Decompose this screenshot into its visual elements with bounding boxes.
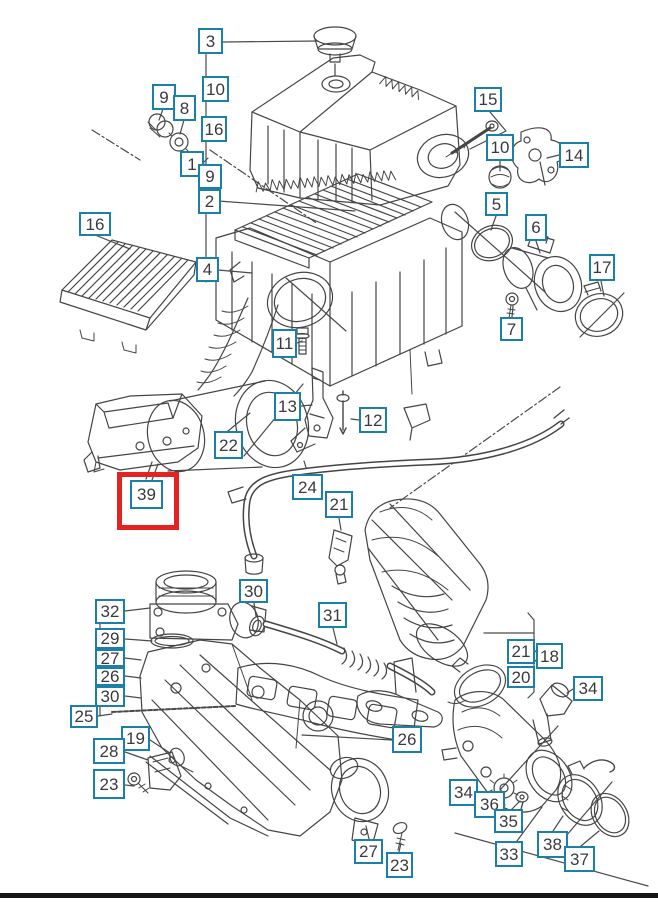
callout-4[interactable]: 4 xyxy=(196,257,219,282)
callout-26[interactable]: 26 xyxy=(95,667,125,686)
part-actuator-27 xyxy=(323,750,398,846)
part-intake-snorkel-39 xyxy=(84,394,202,472)
callout-10[interactable]: 10 xyxy=(202,76,229,102)
part-lower-housing xyxy=(216,201,473,386)
callout-30[interactable]: 30 xyxy=(95,686,125,707)
part-grommet-10 xyxy=(489,166,511,188)
callout-27[interactable]: 27 xyxy=(354,839,383,864)
part-flat-filter xyxy=(60,240,196,353)
callout-2[interactable]: 2 xyxy=(198,189,221,214)
callout-16[interactable]: 16 xyxy=(201,116,227,142)
part-corrugated-duct-18 xyxy=(365,499,488,675)
callout-22[interactable]: 22 xyxy=(214,431,243,459)
callout-27[interactable]: 27 xyxy=(95,649,125,667)
part-air-cleaner-cover xyxy=(250,55,474,205)
part-rubber-cap xyxy=(314,27,356,75)
callout-10[interactable]: 10 xyxy=(486,134,514,161)
highlight-box-39 xyxy=(117,472,179,530)
callout-26[interactable]: 26 xyxy=(392,726,422,753)
callout-23[interactable]: 23 xyxy=(93,769,125,799)
callout-6[interactable]: 6 xyxy=(525,214,547,241)
part-elbow-fitting-34 xyxy=(533,680,572,747)
bottom-bar xyxy=(0,893,658,898)
part-screw-23-left xyxy=(128,773,149,793)
part-intake-manifold-25 xyxy=(140,640,342,836)
part-screw-12 xyxy=(337,391,349,434)
callout-12[interactable]: 12 xyxy=(359,407,387,433)
callout-9[interactable]: 9 xyxy=(198,164,222,189)
callout-19[interactable]: 19 xyxy=(121,726,150,751)
callout-8[interactable]: 8 xyxy=(173,95,196,121)
callout-28[interactable]: 28 xyxy=(93,738,125,764)
part-gasket-26 xyxy=(236,663,418,742)
callout-25[interactable]: 25 xyxy=(70,705,98,728)
callout-15[interactable]: 15 xyxy=(474,87,502,112)
part-screw-7 xyxy=(506,293,518,318)
callout-23[interactable]: 23 xyxy=(386,852,413,878)
callout-24[interactable]: 24 xyxy=(292,474,323,500)
callout-11[interactable]: 11 xyxy=(272,329,297,358)
callout-31[interactable]: 31 xyxy=(318,602,347,628)
callout-21[interactable]: 21 xyxy=(507,639,535,664)
callout-35[interactable]: 35 xyxy=(494,809,523,833)
callout-3[interactable]: 3 xyxy=(198,28,223,54)
part-breather-hose-24 xyxy=(228,350,569,574)
part-support-bracket-13 xyxy=(291,368,333,452)
part-grommet-8 xyxy=(169,133,190,153)
part-hose-clamp-17 xyxy=(569,282,628,343)
callout-7[interactable]: 7 xyxy=(500,317,523,341)
callout-17[interactable]: 17 xyxy=(589,254,615,281)
callout-20[interactable]: 20 xyxy=(507,666,535,688)
callout-39-highlighted[interactable]: 39 xyxy=(130,480,163,509)
part-pipe-31 xyxy=(266,624,442,727)
callout-37[interactable]: 37 xyxy=(564,846,595,872)
guide-lines xyxy=(92,130,648,886)
part-screw-15 xyxy=(446,121,498,157)
callout-33[interactable]: 33 xyxy=(495,841,523,867)
callout-30[interactable]: 30 xyxy=(239,579,268,603)
part-bolt-11 xyxy=(295,328,309,354)
callout-36[interactable]: 36 xyxy=(474,791,505,818)
callout-21[interactable]: 21 xyxy=(325,491,353,518)
callout-34[interactable]: 34 xyxy=(449,779,478,806)
part-clip-21 xyxy=(329,530,352,584)
part-seal-30 xyxy=(247,614,267,638)
part-intake-elbow-resonator xyxy=(140,298,317,478)
part-screw-23-bottom xyxy=(392,821,409,850)
part-screw-9 xyxy=(148,114,173,137)
part-oring-5 xyxy=(466,219,518,267)
part-bracket-14 xyxy=(512,128,565,185)
part-oring-37 xyxy=(583,786,636,843)
callout-32[interactable]: 32 xyxy=(95,599,125,624)
callout-38[interactable]: 38 xyxy=(537,831,568,858)
callout-5[interactable]: 5 xyxy=(485,192,508,216)
part-map-sensor-19 xyxy=(148,746,193,790)
callout-13[interactable]: 13 xyxy=(274,392,301,421)
callout-34[interactable]: 34 xyxy=(573,676,603,701)
callout-29[interactable]: 29 xyxy=(95,628,125,649)
part-filter-element xyxy=(235,174,432,268)
part-lower-duct-33 xyxy=(442,692,581,813)
callout-16[interactable]: 16 xyxy=(79,212,111,236)
callout-18[interactable]: 18 xyxy=(536,643,563,669)
callout-14[interactable]: 14 xyxy=(559,142,589,168)
part-hose-clamp-20 xyxy=(447,657,513,716)
